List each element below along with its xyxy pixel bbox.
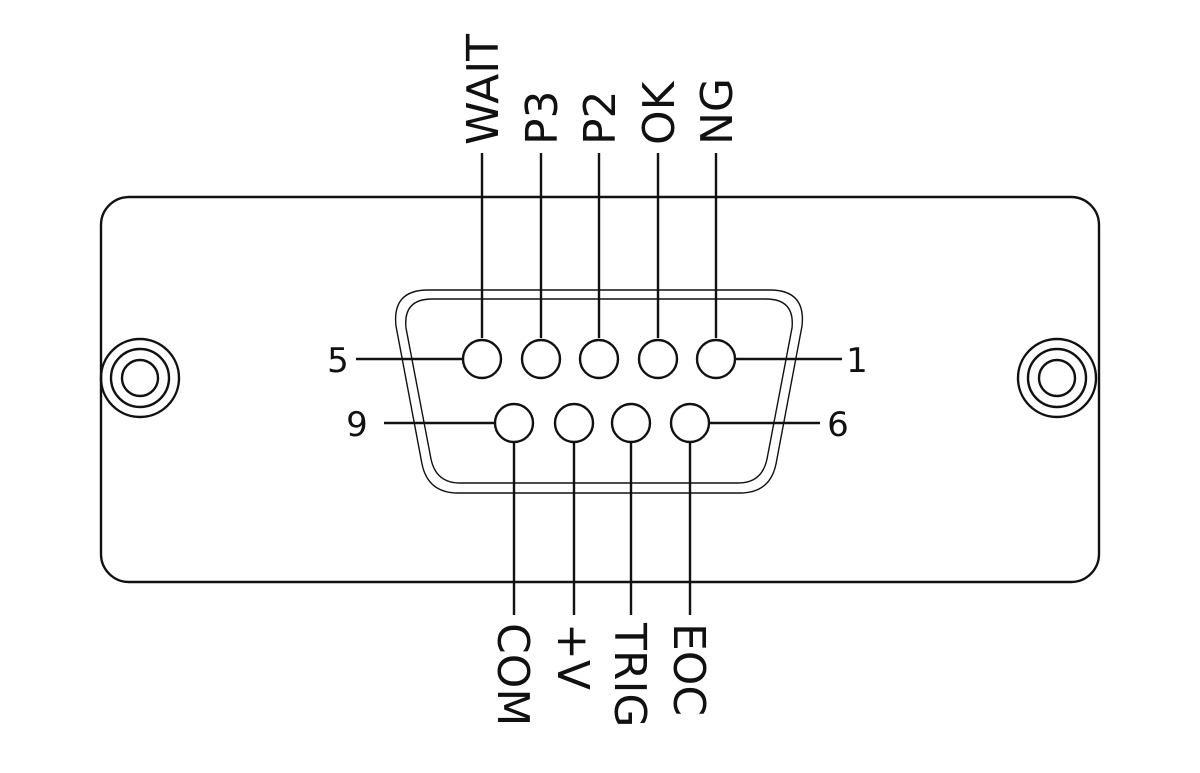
pin-7 <box>610 402 652 444</box>
pin-6-number: 6 <box>827 405 849 445</box>
p3-label: P3 <box>517 90 568 145</box>
pin-3 <box>578 338 620 380</box>
dsub-shell-outer <box>394 289 804 494</box>
pin-9 <box>493 402 535 444</box>
pin-1 <box>695 338 737 380</box>
ok-label: OK <box>634 80 685 145</box>
ng-label: NG <box>692 78 743 145</box>
v-plus-label: +V <box>547 623 598 690</box>
pin-9-number: 9 <box>346 405 368 445</box>
pin-8 <box>553 402 595 444</box>
pin-6 <box>669 402 711 444</box>
left-mounting-screw <box>99 337 181 419</box>
dsub-shell-inner <box>405 298 793 484</box>
pin-5 <box>461 338 503 380</box>
com-label: COM <box>487 623 538 726</box>
eoc-label: EOC <box>663 623 714 716</box>
p2-label: P2 <box>575 90 626 145</box>
pin-2 <box>637 338 679 380</box>
pin-4 <box>520 338 562 380</box>
trig-label: TRIG <box>604 622 655 728</box>
wait-label: WAIT <box>458 34 509 145</box>
pin-1-number: 1 <box>846 341 868 381</box>
right-mounting-screw <box>1016 337 1098 419</box>
pin-5-number: 5 <box>327 341 349 381</box>
